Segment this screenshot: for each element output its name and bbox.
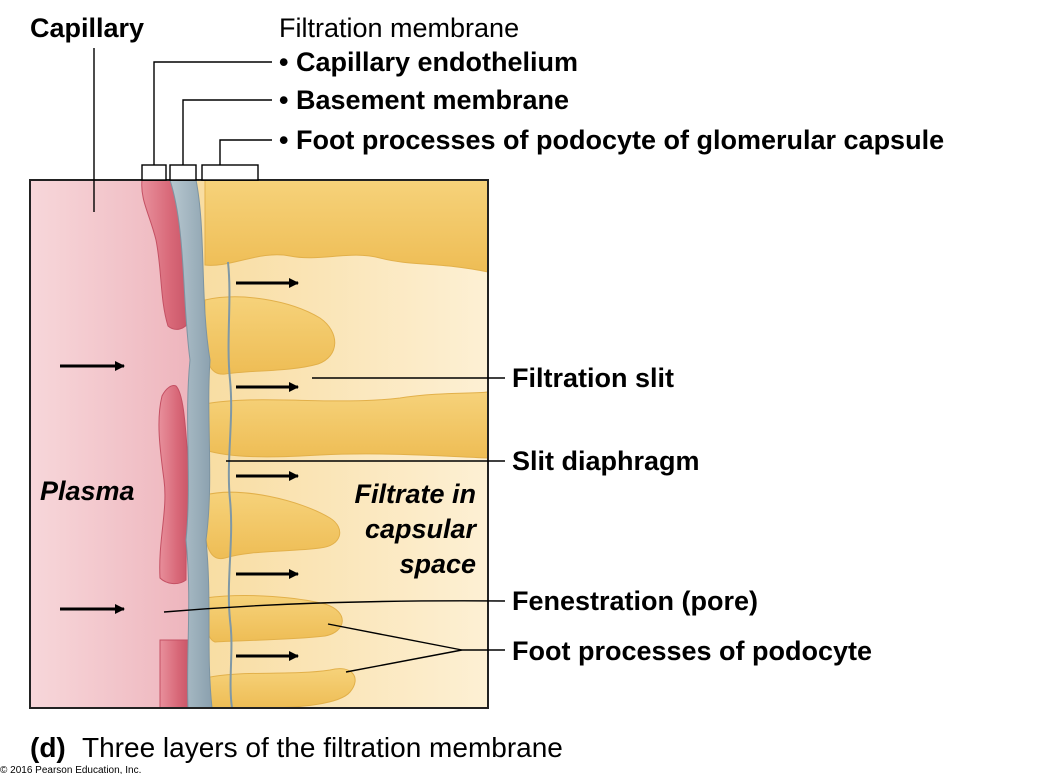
right-leader-lines [163,377,506,673]
label-foot-processes: Foot processes of podocyte [512,636,872,666]
label-capillary: Capillary [30,13,144,43]
label-capillary-endothelium: • Capillary endothelium [279,47,578,77]
label-foot-processes-capsule: • Foot processes of podocyte of glomerul… [279,125,944,155]
foot-processes [204,179,489,709]
foot-process-2 [204,296,336,375]
label-filtrate-line3: space [399,549,476,579]
label-fenestration: Fenestration (pore) [512,586,758,616]
label-plasma: Plasma [40,476,135,506]
label-slit-diaphragm: Slit diaphragm [512,446,700,476]
diagram-frame [29,179,489,709]
flow-arrows [60,278,299,661]
label-filtration-slit: Filtration slit [512,363,674,393]
label-filtrate-line2: capsular [365,514,478,544]
foot-process-3 [204,391,489,459]
leader-endothelium [153,61,272,165]
bracket-endothelium [141,164,167,181]
caption-letter: (d) [30,732,66,763]
copyright-text: © 2016 Pearson Education, Inc. [0,765,141,774]
top-leader-lines [93,48,272,212]
leader-foot-process-b [345,649,463,673]
leader-basement [182,99,272,165]
foot-process-1 [204,179,489,273]
label-filtration-membrane: Filtration membrane [279,13,519,43]
leader-foot-process-a [327,623,463,651]
bracket-foot-processes [201,164,259,181]
foot-process-6 [204,668,356,709]
label-filtrate-line1: Filtrate in [354,479,476,509]
bracket-basement [169,164,197,181]
slit-diaphragm-line [227,261,233,709]
leader-fenestration [163,600,506,613]
caption-text: Three layers of the filtration membrane [82,732,563,763]
layer-brackets [141,164,259,181]
foot-process-4 [204,491,341,560]
leader-foot-processes-capsule [219,139,272,165]
label-basement-membrane: • Basement membrane [279,85,569,115]
endothelium-segment-3 [159,639,191,709]
